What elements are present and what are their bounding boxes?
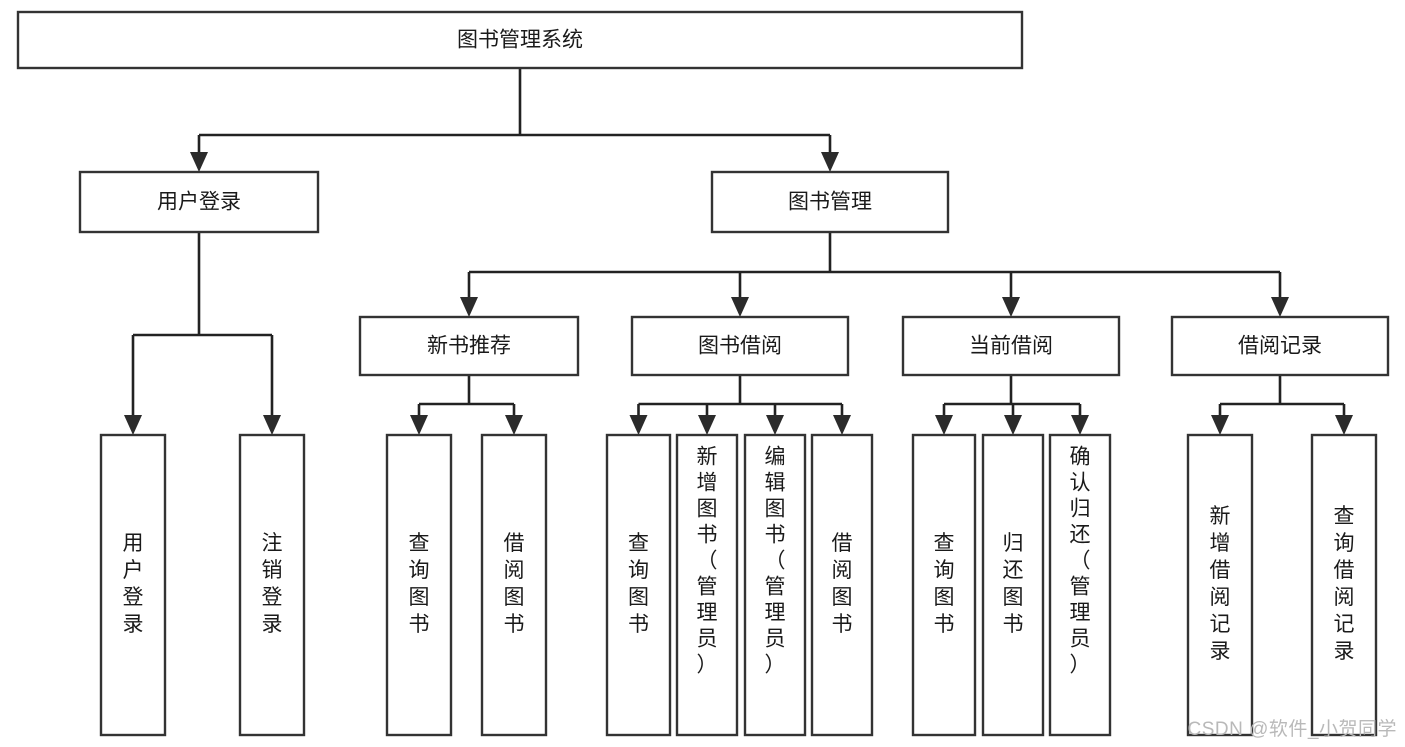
arrow-head-icon [1002,297,1020,317]
arrow-head-icon [460,297,478,317]
node-leaf-query-book[interactable]: 查询图书 [605,433,672,737]
node-label-root: 图书管理系统 [457,29,583,52]
edges-root-to-level2 [190,68,839,172]
node-box-user-login[interactable] [78,170,320,234]
node-box-new-book-rec[interactable] [358,315,580,377]
node-box-root[interactable] [16,10,1024,70]
node-box-leaf-logout[interactable] [238,433,306,737]
node-label-current-borrow: 当前借阅 [969,335,1053,358]
node-leaf-user-login[interactable]: 用户登录 [99,433,167,737]
node-leaf-query-book-cur[interactable]: 查询图书 [911,433,977,737]
node-box-current-borrow[interactable] [901,315,1121,377]
node-leaf-query-record[interactable]: 查询借阅记录 [1310,433,1378,737]
node-label-new-book-rec: 新书推荐 [427,335,511,358]
node-label-leaf-query-book-cur: 查询图书 [934,532,955,636]
node-box-leaf-return-book[interactable] [981,433,1045,737]
node-label-leaf-return-book: 归还图书 [1003,532,1024,636]
node-box-book-borrow[interactable] [630,315,850,377]
node-box-leaf-user-login[interactable] [99,433,167,737]
node-current-borrow[interactable]: 当前借阅 [901,315,1121,377]
node-new-book-rec[interactable]: 新书推荐 [358,315,580,377]
node-label-book-borrow: 图书借阅 [698,335,782,358]
arrow-head-icon [263,415,281,435]
node-label-leaf-edit-book: 编辑图书（管理员） [765,446,786,677]
node-box-borrow-record[interactable] [1170,315,1390,377]
arrow-head-icon [1071,415,1089,435]
node-label-leaf-add-record: 新增借阅记录 [1210,505,1231,663]
node-box-leaf-query-book[interactable] [605,433,672,737]
node-label-leaf-query-book-rec: 查询图书 [409,532,430,636]
arrow-head-icon [1271,297,1289,317]
node-leaf-add-record[interactable]: 新增借阅记录 [1186,433,1254,737]
node-box-leaf-confirm-return[interactable] [1048,433,1112,737]
arrow-head-icon [731,297,749,317]
node-book-borrow[interactable]: 图书借阅 [630,315,850,377]
arrow-head-icon [190,152,208,172]
arrow-head-icon [935,415,953,435]
arrow-head-icon [698,415,716,435]
node-label-leaf-borrow-book-rec: 借阅图书 [504,532,525,636]
node-box-leaf-query-record[interactable] [1310,433,1378,737]
edges-book-manage-to-level3 [460,232,1289,317]
node-box-leaf-add-book[interactable] [675,433,739,737]
node-label-leaf-logout: 注销登录 [262,532,283,636]
edges-book-borrow-to-leaves [629,375,851,435]
arrow-head-icon [1004,415,1022,435]
arrow-head-icon [124,415,142,435]
node-leaf-confirm-return[interactable]: 确认归还（管理员） [1048,433,1112,737]
arrow-head-icon [505,415,523,435]
node-leaf-query-book-rec[interactable]: 查询图书 [385,433,453,737]
node-user-login[interactable]: 用户登录 [78,170,320,234]
node-label-leaf-query-record: 查询借阅记录 [1334,505,1355,663]
node-book-manage[interactable]: 图书管理 [710,170,950,234]
node-leaf-borrow-book[interactable]: 借阅图书 [810,433,874,737]
node-label-user-login: 用户登录 [157,191,241,214]
edges-new-book-rec-to-leaves [410,375,523,435]
node-root[interactable]: 图书管理系统 [16,10,1024,70]
edges-current-borrow-to-leaves [935,375,1089,435]
node-leaf-borrow-book-rec[interactable]: 借阅图书 [480,433,548,737]
node-box-book-manage[interactable] [710,170,950,234]
node-leaf-return-book[interactable]: 归还图书 [981,433,1045,737]
node-label-leaf-borrow-book: 借阅图书 [832,532,853,636]
edges-borrow-record-to-leaves [1211,375,1353,435]
node-label-borrow-record: 借阅记录 [1238,335,1322,358]
node-label-leaf-query-book: 查询图书 [628,532,649,636]
arrow-head-icon [766,415,784,435]
node-box-leaf-borrow-book-rec[interactable] [480,433,548,737]
node-layer: 图书管理系统用户登录图书管理新书推荐图书借阅当前借阅借阅记录用户登录注销登录查询… [16,10,1390,737]
node-leaf-add-book[interactable]: 新增图书（管理员） [675,433,739,737]
connector-layer [124,68,1353,435]
arrow-head-icon [833,415,851,435]
csdn-watermark: CSDN @软件_小贺同学 [1187,719,1397,740]
arrow-head-icon [410,415,428,435]
arrow-head-icon [1211,415,1229,435]
node-box-leaf-borrow-book[interactable] [810,433,874,737]
node-leaf-edit-book[interactable]: 编辑图书（管理员） [743,433,807,737]
arrow-head-icon [629,415,648,435]
node-box-leaf-edit-book[interactable] [743,433,807,737]
node-leaf-logout[interactable]: 注销登录 [238,433,306,737]
edges-user-login-to-leaves [124,232,281,435]
node-label-leaf-user-login: 用户登录 [123,532,144,636]
node-box-leaf-query-book-rec[interactable] [385,433,453,737]
node-box-leaf-add-record[interactable] [1186,433,1254,737]
node-box-leaf-query-book-cur[interactable] [911,433,977,737]
node-label-book-manage: 图书管理 [788,191,872,214]
node-label-leaf-confirm-return: 确认归还（管理员） [1070,446,1091,677]
node-label-leaf-add-book: 新增图书（管理员） [697,446,718,677]
node-borrow-record[interactable]: 借阅记录 [1170,315,1390,377]
arrow-head-icon [1335,415,1353,435]
arrow-head-icon [821,152,839,172]
